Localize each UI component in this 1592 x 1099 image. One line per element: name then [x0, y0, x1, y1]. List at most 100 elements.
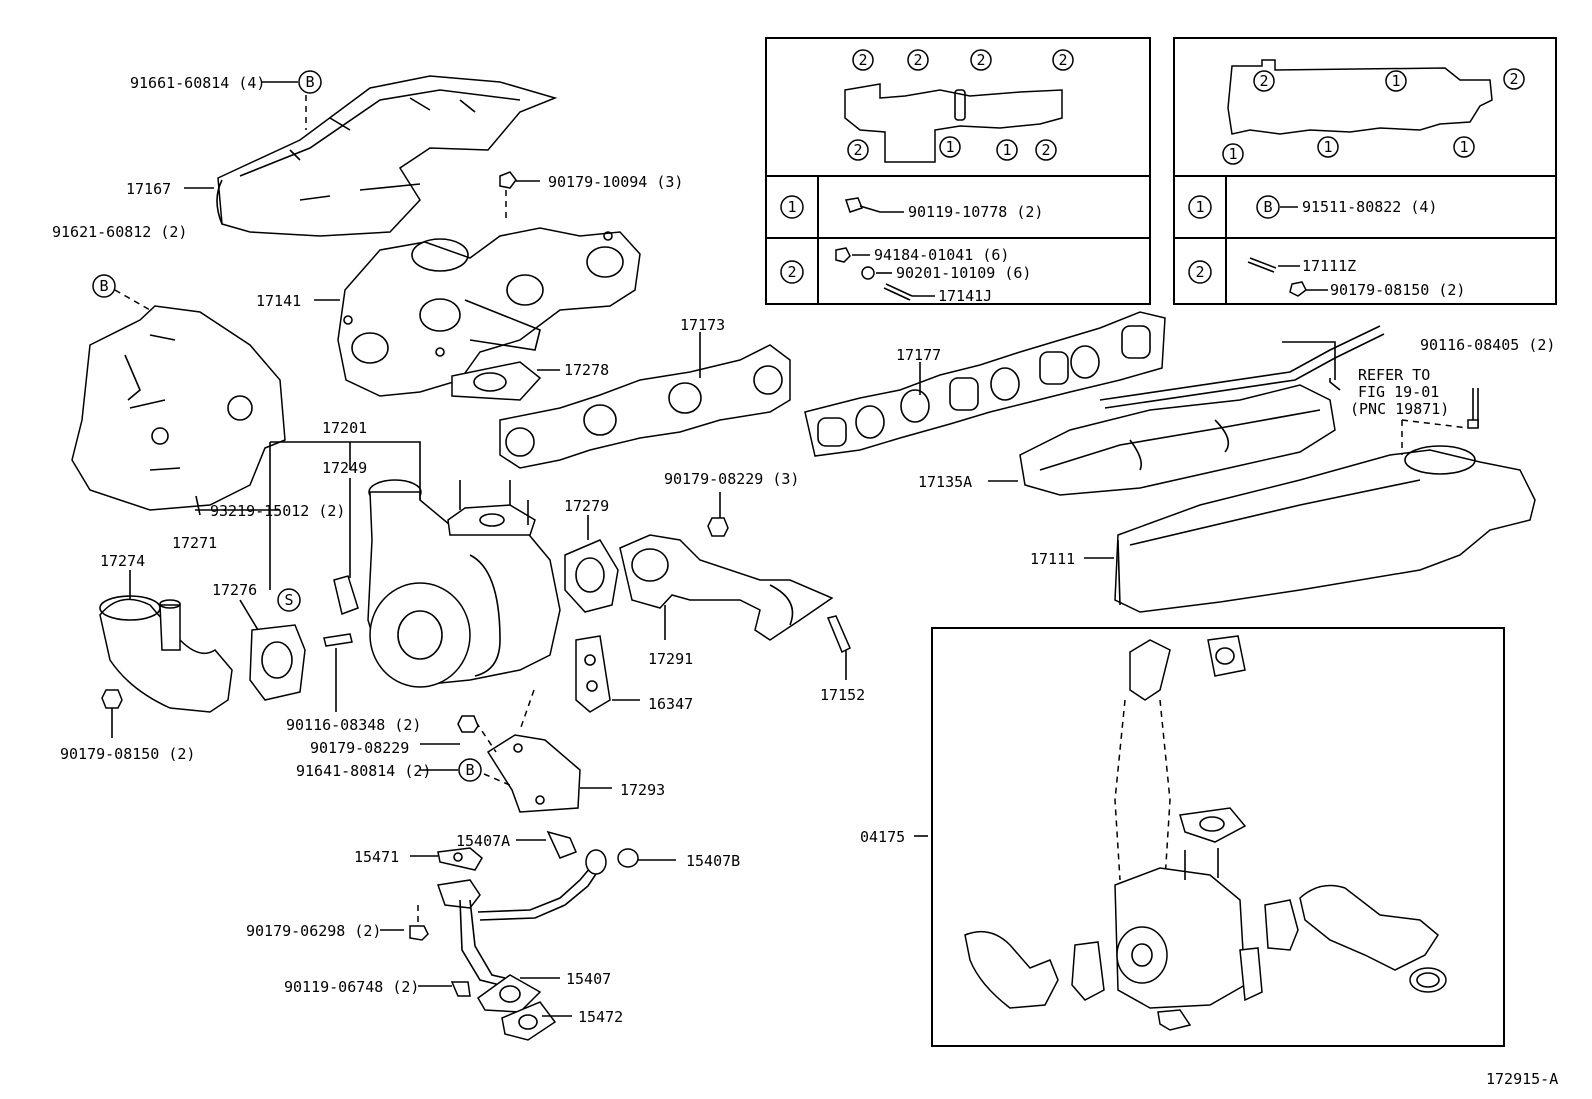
- turbo-outlet-pipe: [619, 534, 834, 641]
- svg-text:1: 1: [1228, 145, 1237, 163]
- callout-17173: 17173: [680, 316, 725, 334]
- leader-lines: [111, 81, 1469, 1017]
- inset-right-row1-part: 91511-80822 (4): [1302, 198, 1437, 216]
- svg-text:2: 2: [853, 141, 862, 159]
- marker-2: 2: [907, 49, 929, 71]
- callout-17201: 17201: [322, 419, 367, 437]
- callout-17111: 17111: [1030, 550, 1075, 568]
- callout-15407: 15407: [566, 970, 611, 988]
- callout-04175: 04175: [860, 828, 905, 846]
- fastener-glyphs: [101, 171, 1479, 997]
- marker-b: B: [92, 274, 116, 298]
- marker-2: 2: [1035, 139, 1057, 161]
- studs: [323, 615, 851, 654]
- circled-markers: B B S B B 2 2 2 2 2 1 1 2 1 2 2 1 2 1 1 …: [92, 49, 1525, 782]
- callout-90179-10094: 90179-10094 (3): [548, 173, 683, 191]
- marker-2: 2: [1052, 49, 1074, 71]
- turbocharger: [367, 479, 561, 688]
- callout-15471: 15471: [354, 848, 399, 866]
- callout-91621: 91621-60812 (2): [52, 223, 187, 241]
- svg-text:2: 2: [1195, 263, 1204, 281]
- svg-text:1: 1: [1391, 72, 1400, 90]
- callout-17135a: 17135A: [918, 473, 972, 491]
- callout-15407b: 15407B: [686, 852, 740, 870]
- turbo-inlet-elbow: [99, 595, 233, 713]
- refer-note-line3: (PNC 19871): [1350, 400, 1449, 418]
- inset-left-row2-part-b: 90201-10109 (6): [896, 264, 1031, 282]
- marker-2: 2: [847, 139, 869, 161]
- callout-17278: 17278: [564, 361, 609, 379]
- inset-left-row2-part-a: 94184-01041 (6): [874, 246, 1009, 264]
- marker-1: 1: [939, 136, 961, 158]
- assembly-inset: [931, 627, 1505, 1047]
- svg-text:1: 1: [1002, 141, 1011, 159]
- marker-1: 1: [1188, 195, 1212, 219]
- svg-text:1: 1: [945, 138, 954, 156]
- refer-note-line1: REFER TO: [1358, 366, 1430, 384]
- inset-table-left: [765, 37, 1151, 305]
- callout-93219: 93219-15012 (2): [210, 502, 345, 520]
- inset-left-row2-part-c: 17141J: [938, 287, 992, 305]
- svg-text:B: B: [305, 73, 314, 91]
- svg-text:1: 1: [787, 198, 796, 216]
- marker-1: 1: [1222, 143, 1244, 165]
- marker-b: B: [298, 70, 322, 94]
- svg-text:1: 1: [1459, 138, 1468, 156]
- callout-90179-08150: 90179-08150 (2): [60, 745, 195, 763]
- svg-text:B: B: [99, 277, 108, 295]
- svg-text:1: 1: [1323, 138, 1332, 156]
- marker-2: 2: [970, 49, 992, 71]
- marker-1: 1: [780, 195, 804, 219]
- callout-17141: 17141: [256, 292, 301, 310]
- figure-id: 172915-A: [1486, 1070, 1558, 1088]
- inset-right-row2-part-a: 17111Z: [1302, 257, 1356, 275]
- callout-90116-08405: 90116-08405 (2): [1420, 336, 1555, 354]
- marker-1: 1: [996, 139, 1018, 161]
- svg-text:2: 2: [913, 51, 922, 69]
- callout-17152: 17152: [820, 686, 865, 704]
- svg-text:2: 2: [1041, 141, 1050, 159]
- marker-b: B: [458, 758, 482, 782]
- callout-15407a: 15407A: [456, 832, 510, 850]
- marker-2: 2: [852, 49, 874, 71]
- callout-17249: 17249: [322, 459, 367, 477]
- callout-90116-08348: 90116-08348 (2): [286, 716, 421, 734]
- callout-labels: 91661-60814 (4) 17167 90179-10094 (3) 91…: [52, 74, 1558, 1088]
- callout-17293: 17293: [620, 781, 665, 799]
- callout-16347: 16347: [648, 695, 693, 713]
- callout-17271: 17271: [172, 534, 217, 552]
- marker-2: 2: [1188, 260, 1212, 284]
- inset-right-row2-part-b: 90179-08150 (2): [1330, 281, 1465, 299]
- svg-text:2: 2: [1259, 72, 1268, 90]
- svg-text:2: 2: [1509, 70, 1518, 88]
- inset-left-row1-part: 90119-10778 (2): [908, 203, 1043, 221]
- callout-15472: 15472: [578, 1008, 623, 1026]
- marker-2: 2: [1503, 68, 1525, 90]
- callout-17276: 17276: [212, 581, 257, 599]
- marker-2: 2: [780, 260, 804, 284]
- intake-manifold-gasket: [804, 311, 1166, 457]
- callout-91661: 91661-60814 (4): [130, 74, 265, 92]
- callout-17167: 17167: [126, 180, 171, 198]
- callout-90179-08229-3: 90179-08229 (3): [664, 470, 799, 488]
- svg-text:2: 2: [858, 51, 867, 69]
- marker-b: B: [1256, 195, 1280, 219]
- inset-left-rows: 90119-10778 (2) 94184-01041 (6) 90201-10…: [835, 197, 1043, 305]
- callout-17177: 17177: [896, 346, 941, 364]
- callout-17274: 17274: [100, 552, 145, 570]
- turbo-bracket: [486, 734, 581, 813]
- gaskets-and-flanges: [249, 344, 791, 713]
- svg-text:B: B: [1263, 198, 1272, 216]
- svg-text:B: B: [465, 761, 474, 779]
- callout-90119-06748: 90119-06748 (2): [284, 978, 419, 996]
- inset-table-right: [1173, 37, 1557, 305]
- exhaust-manifold: [337, 227, 641, 397]
- svg-text:S: S: [284, 591, 293, 609]
- callout-17279: 17279: [564, 497, 609, 515]
- marker-s: S: [277, 588, 301, 612]
- marker-1: 1: [1317, 136, 1339, 158]
- inset-right-rows: 91511-80822 (4) 17111Z 90179-08150 (2): [1247, 198, 1465, 299]
- heat-insulator-left: [71, 305, 286, 511]
- callout-90179-06298: 90179-06298 (2): [246, 922, 381, 940]
- heat-insulator-upper: [216, 75, 558, 237]
